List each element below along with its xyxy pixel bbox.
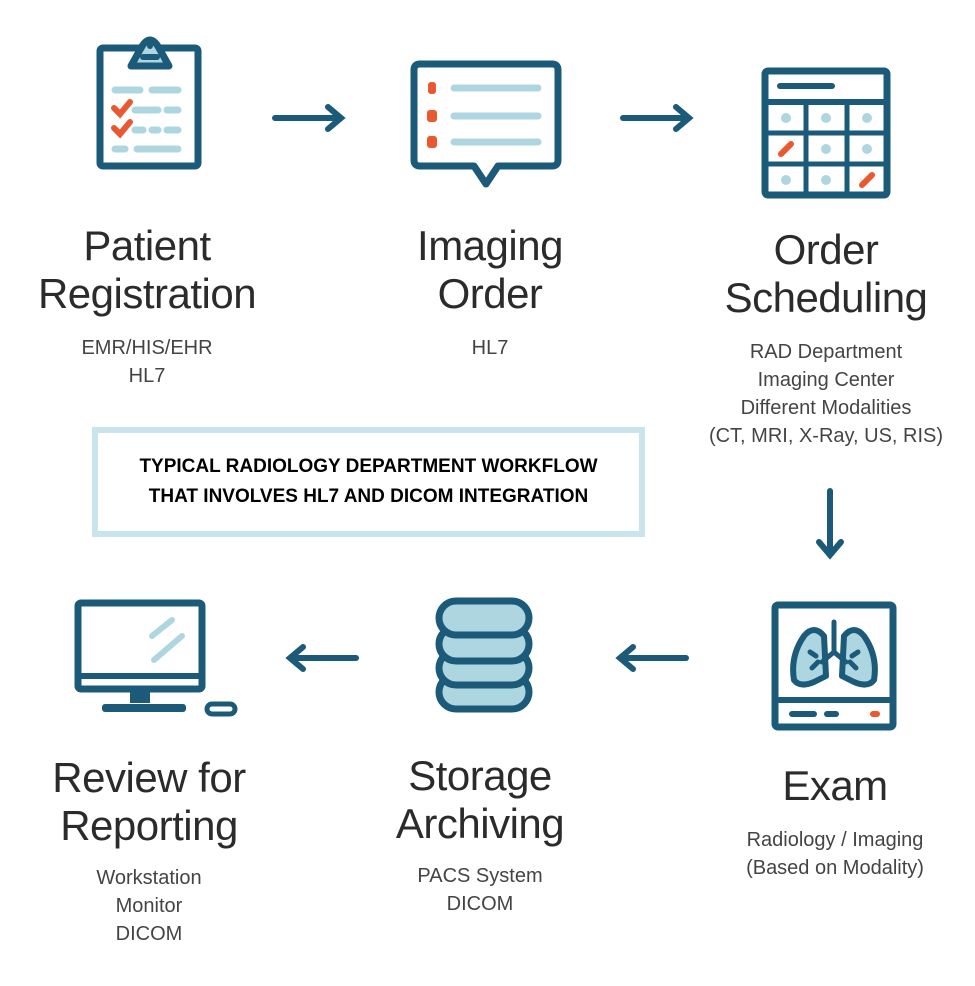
arrow-left-icon	[285, 644, 359, 672]
title-line: Storage	[408, 752, 552, 799]
clipboard-icon	[96, 36, 202, 170]
sub-line: DICOM	[115, 923, 183, 945]
sub-line: (CT, MRI, X-Ray, US, RIS)	[708, 425, 944, 447]
step-title-imaging-order: Imaging Order	[340, 222, 640, 318]
sub-line: Radiology / Imaging	[746, 829, 924, 851]
step-sub-order-scheduling: RAD Department Imaging Center Different …	[680, 338, 972, 450]
step-sub-review-reporting: Workstation Monitor DICOM	[0, 864, 298, 948]
arrow-right-icon	[620, 104, 694, 132]
workflow-banner: TYPICAL RADIOLOGY DEPARTMENT WORKFLOW TH…	[92, 427, 645, 537]
step-title-review-reporting: Review for Reporting	[0, 754, 298, 850]
calendar-icon	[761, 67, 891, 199]
banner-line: THAT INVOLVES HL7 AND DICOM INTEGRATION	[148, 486, 589, 507]
title-line: Archiving	[395, 800, 565, 847]
sub-line: Monitor	[115, 895, 183, 917]
sub-line: Workstation	[96, 867, 202, 889]
banner-line: TYPICAL RADIOLOGY DEPARTMENT WORKFLOW	[139, 456, 598, 477]
arrow-right-icon	[272, 104, 346, 132]
arrow-down-icon	[816, 488, 844, 560]
chat-list-icon	[410, 60, 562, 188]
xray-lungs-icon	[771, 601, 897, 731]
sub-line: Different Modalities	[740, 397, 912, 419]
sub-line: EMR/HIS/EHR	[81, 337, 213, 359]
title-line: Review for	[52, 754, 246, 801]
step-sub-patient-registration: EMR/HIS/EHR HL7	[0, 334, 294, 390]
title-line: Reporting	[60, 802, 238, 849]
sub-line: Imaging Center	[757, 369, 895, 391]
sub-line: HL7	[128, 365, 166, 387]
monitor-icon	[74, 599, 238, 717]
sub-line: DICOM	[446, 893, 514, 915]
step-sub-exam: Radiology / Imaging (Based on Modality)	[690, 826, 975, 882]
title-line: Scheduling	[724, 274, 928, 321]
step-title-storage-archiving: Storage Archiving	[330, 752, 630, 848]
title-line: Imaging	[417, 222, 563, 269]
title-line: Order	[773, 226, 879, 273]
sub-line: HL7	[471, 337, 509, 359]
database-icon	[435, 597, 533, 713]
title-line: Registration	[37, 270, 257, 317]
arrow-left-icon	[615, 644, 689, 672]
step-sub-imaging-order: HL7	[340, 334, 640, 362]
sub-line: (Based on Modality)	[746, 857, 924, 879]
sub-line: RAD Department	[749, 341, 903, 363]
title-line: Patient	[83, 222, 211, 269]
step-title-patient-registration: Patient Registration	[0, 222, 294, 318]
step-title-order-scheduling: Order Scheduling	[680, 226, 972, 322]
title-line: Order	[437, 270, 543, 317]
step-sub-storage-archiving: PACS System DICOM	[330, 862, 630, 918]
sub-line: PACS System	[417, 865, 543, 887]
step-title-exam: Exam	[690, 762, 975, 810]
title-line: Exam	[782, 762, 888, 809]
